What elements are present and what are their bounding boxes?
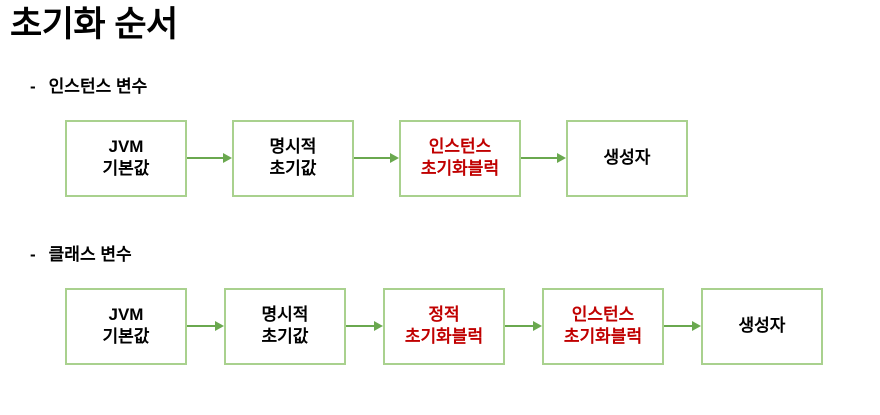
flow-box-constructor: 생성자	[566, 119, 688, 197]
flow-box-line: 명시적	[269, 136, 317, 156]
section-label: 인스턴스 변수	[48, 76, 148, 96]
flow-arrow-icon	[187, 153, 232, 163]
section-heading: - 인스턴스 변수	[30, 72, 880, 97]
flow-box-line: 인스턴스	[428, 136, 492, 156]
flow-arrow-icon	[354, 153, 399, 163]
section-heading: - 클래스 변수	[30, 240, 880, 265]
flow-box-line: 기본값	[102, 327, 150, 346]
flow-box-instance-init-block: 인스턴스 초기화블럭	[542, 287, 664, 365]
flow-box-line: JVM	[108, 304, 144, 324]
flow-box-line: 인스턴스	[571, 304, 635, 324]
flow-box-explicit-init: 명시적 초기값	[224, 287, 346, 365]
flow-box-line: 초기값	[269, 159, 317, 178]
page-title: 초기화 순서	[10, 5, 178, 44]
section-label: 클래스 변수	[48, 244, 132, 264]
bullet-dash: -	[30, 76, 36, 96]
flow-box-line: 명시적	[261, 304, 309, 324]
flow-box-instance-init-block: 인스턴스 초기화블럭	[399, 119, 521, 197]
flow-box-static-init-block: 정적 초기화블럭	[383, 287, 505, 365]
flow-box-line: JVM	[108, 136, 144, 156]
section-class-variables: - 클래스 변수 JVM 기본값 명시적 초기값 정적 초기화블럭 인스턴스 초…	[0, 240, 880, 365]
bullet-dash: -	[30, 244, 36, 264]
flow-box-line: 생성자	[603, 147, 651, 167]
flow-box-line: 초기화블럭	[404, 327, 484, 346]
flow-row-class: JVM 기본값 명시적 초기값 정적 초기화블럭 인스턴스 초기화블럭 생성자	[65, 287, 880, 365]
flow-box-line: 생성자	[738, 315, 786, 335]
flow-box-line: 초기화블럭	[420, 159, 500, 178]
flow-box-line: 기본값	[102, 159, 150, 178]
flow-arrow-icon	[505, 321, 542, 331]
flow-row-instance: JVM 기본값 명시적 초기값 인스턴스 초기화블럭 생성자	[65, 119, 880, 197]
flow-box-jvm-default: JVM 기본값	[65, 287, 187, 365]
flow-box-constructor: 생성자	[701, 287, 823, 365]
flow-arrow-icon	[521, 153, 566, 163]
flow-box-line: 정적	[428, 304, 460, 324]
flow-box-line: 초기화블럭	[563, 327, 643, 346]
flow-arrow-icon	[664, 321, 701, 331]
flow-box-jvm-default: JVM 기본값	[65, 119, 187, 197]
flow-box-line: 초기값	[261, 327, 309, 346]
flow-arrow-icon	[187, 321, 224, 331]
flow-box-explicit-init: 명시적 초기값	[232, 119, 354, 197]
section-instance-variables: - 인스턴스 변수 JVM 기본값 명시적 초기값 인스턴스 초기화블럭 생성자	[0, 72, 880, 197]
flow-arrow-icon	[346, 321, 383, 331]
